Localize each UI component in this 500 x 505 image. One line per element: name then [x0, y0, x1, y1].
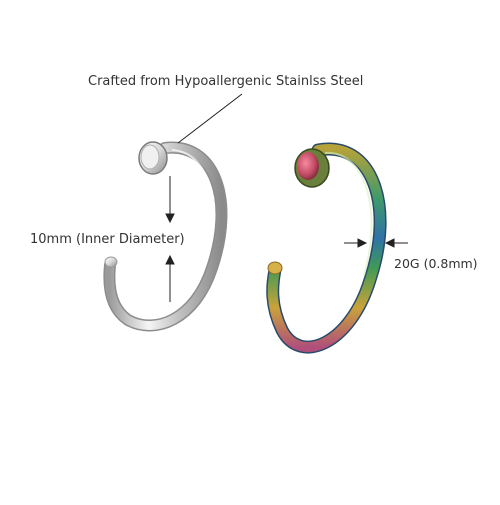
- rainbow-ring-end-ball: [267, 261, 283, 275]
- annotation-lines: [165, 93, 408, 302]
- material-annotation: Crafted from Hypoallergenic Stainlss Ste…: [88, 74, 364, 89]
- rainbow-nose-ring: [266, 142, 387, 354]
- gauge-annotation: 20G (0.8mm): [394, 256, 478, 271]
- material-pointer-line: [177, 93, 243, 144]
- inner-diameter-annotation: 10mm (Inner Diameter): [30, 232, 185, 247]
- silver-nose-ring: [103, 141, 228, 332]
- silver-ring-end-ball: [104, 256, 118, 268]
